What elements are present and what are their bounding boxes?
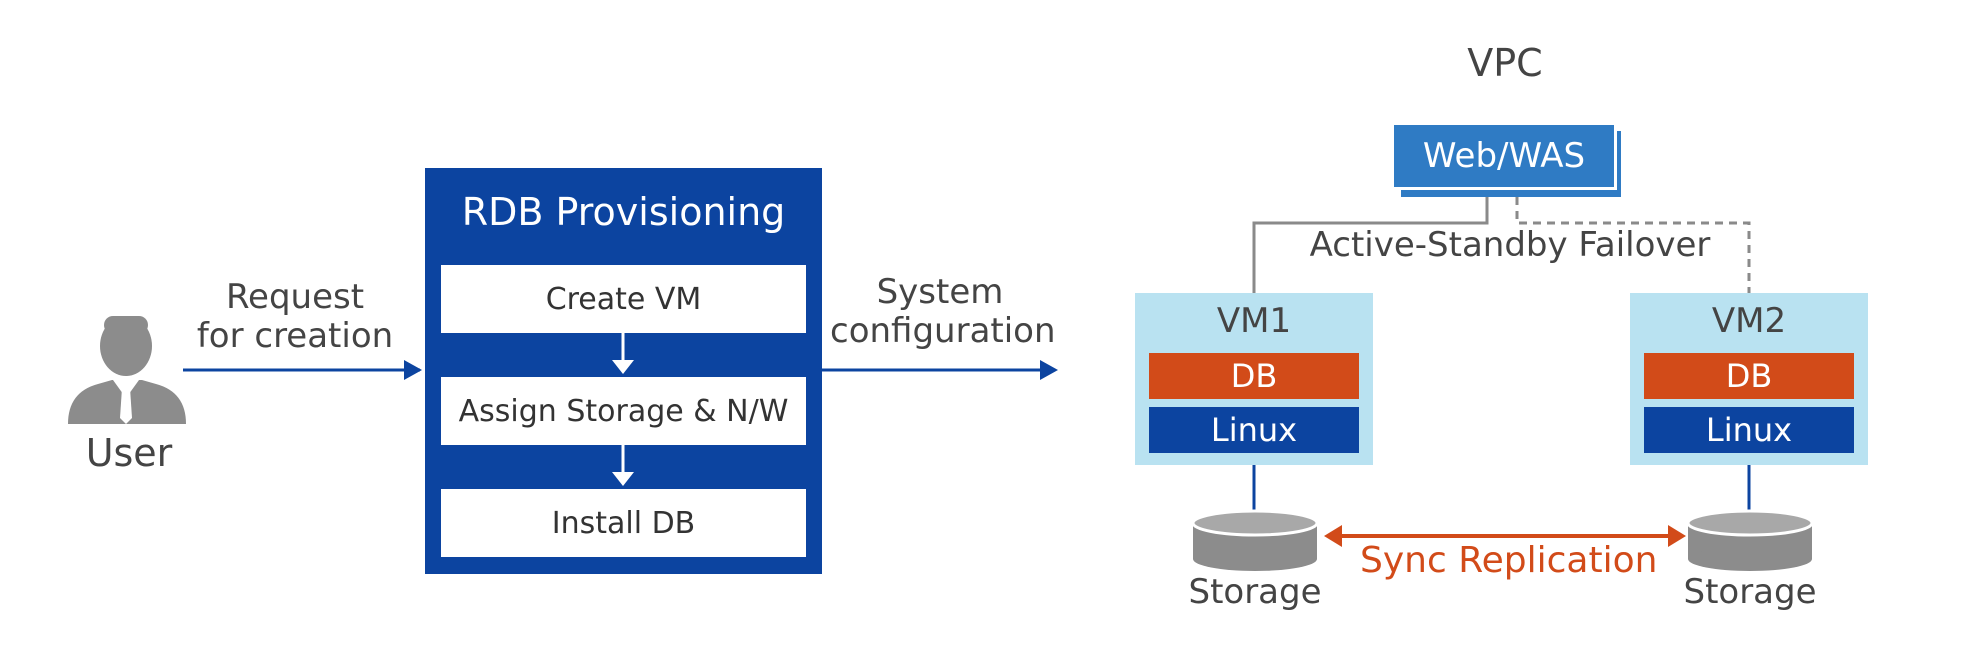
- vm-title: VM2: [1711, 301, 1787, 341]
- provisioning-title: RDB Provisioning: [461, 190, 786, 234]
- step-install-db: Install DB: [441, 489, 806, 557]
- linux-layer: Linux: [1644, 407, 1854, 453]
- step-create-vm: Create VM: [441, 265, 806, 333]
- storage-label: Storage: [1188, 572, 1322, 612]
- web-vm1-link: [1252, 197, 1489, 293]
- rdb-provisioning-panel: RDB Provisioning Create VM Assign Storag…: [425, 168, 822, 574]
- user-icon: [68, 316, 186, 424]
- vm2-box: VM2 DB Linux: [1630, 293, 1868, 465]
- request-label-line2: for creation: [196, 316, 394, 357]
- failover-label: Active-Standby Failover: [1300, 225, 1720, 266]
- configuration-label: System configuration: [830, 272, 1056, 352]
- request-label: Request for creation: [190, 277, 400, 357]
- configuration-label-line1: System: [876, 272, 1004, 312]
- storage-icon: [1686, 509, 1814, 571]
- configuration-label-line2: configuration: [830, 311, 1056, 352]
- down-arrow-icon: [612, 472, 634, 486]
- linux-layer: Linux: [1149, 407, 1359, 453]
- step-arrows: [612, 333, 634, 486]
- sync-replication-label: Sync Replication: [1360, 540, 1658, 581]
- user-label: User: [85, 431, 173, 475]
- request-label-line1: Request: [225, 277, 365, 317]
- web-was-box: Web/WAS: [1394, 125, 1617, 190]
- step-assign-storage: Assign Storage & N/W: [441, 377, 806, 445]
- vm1-box: VM1 DB Linux: [1135, 293, 1373, 465]
- down-arrow-icon: [612, 360, 634, 374]
- storage-icon: [1191, 509, 1319, 571]
- db-layer: DB: [1149, 353, 1359, 399]
- web-vm2-standby-link: [1515, 197, 1751, 293]
- db-layer: DB: [1644, 353, 1854, 399]
- storage-label: Storage: [1683, 572, 1817, 612]
- vm-title: VM1: [1216, 301, 1292, 341]
- vpc-title: VPC: [1467, 41, 1543, 85]
